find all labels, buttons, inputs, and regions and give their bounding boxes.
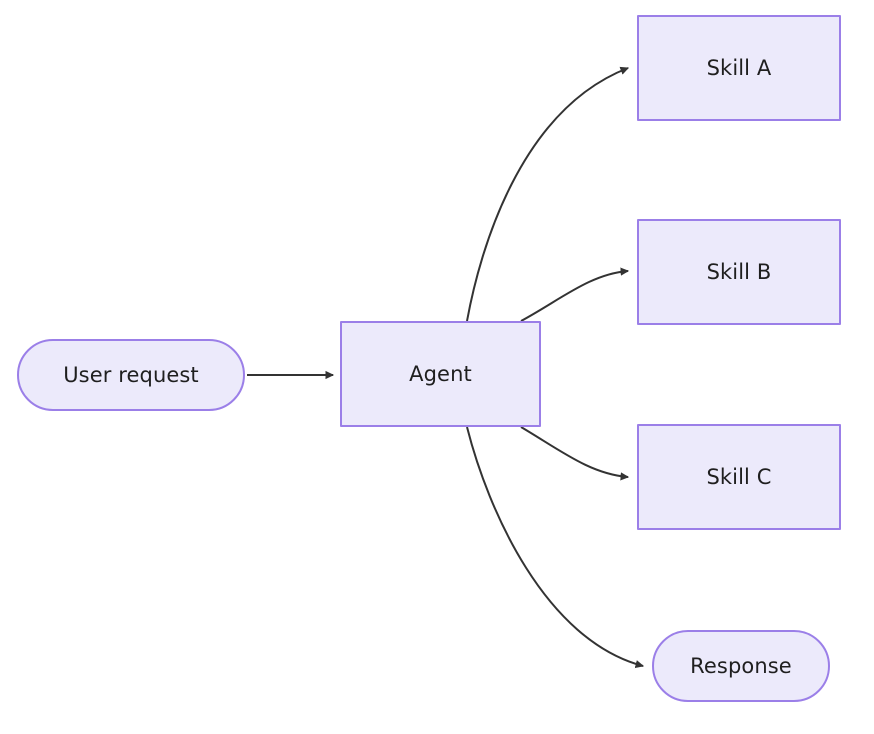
edge-agent-skill-c [520, 426, 630, 481]
node-agent[interactable]: Agent [340, 321, 541, 427]
node-skill-a-label: Skill A [706, 55, 772, 80]
node-user-request[interactable]: User request [17, 339, 245, 411]
node-agent-label: Agent [409, 361, 472, 386]
edge-agent-response [466, 426, 645, 669]
node-user-request-label: User request [63, 362, 199, 387]
edge-agent-skill-b [520, 267, 630, 322]
node-skill-c[interactable]: Skill C [637, 424, 841, 530]
node-skill-a[interactable]: Skill A [637, 15, 841, 121]
node-skill-b[interactable]: Skill B [637, 219, 841, 325]
edge-agent-skill-a [466, 66, 630, 322]
node-response-label: Response [690, 653, 792, 678]
node-skill-b-label: Skill B [706, 259, 772, 284]
node-skill-c-label: Skill C [706, 464, 772, 489]
node-response[interactable]: Response [652, 630, 830, 702]
